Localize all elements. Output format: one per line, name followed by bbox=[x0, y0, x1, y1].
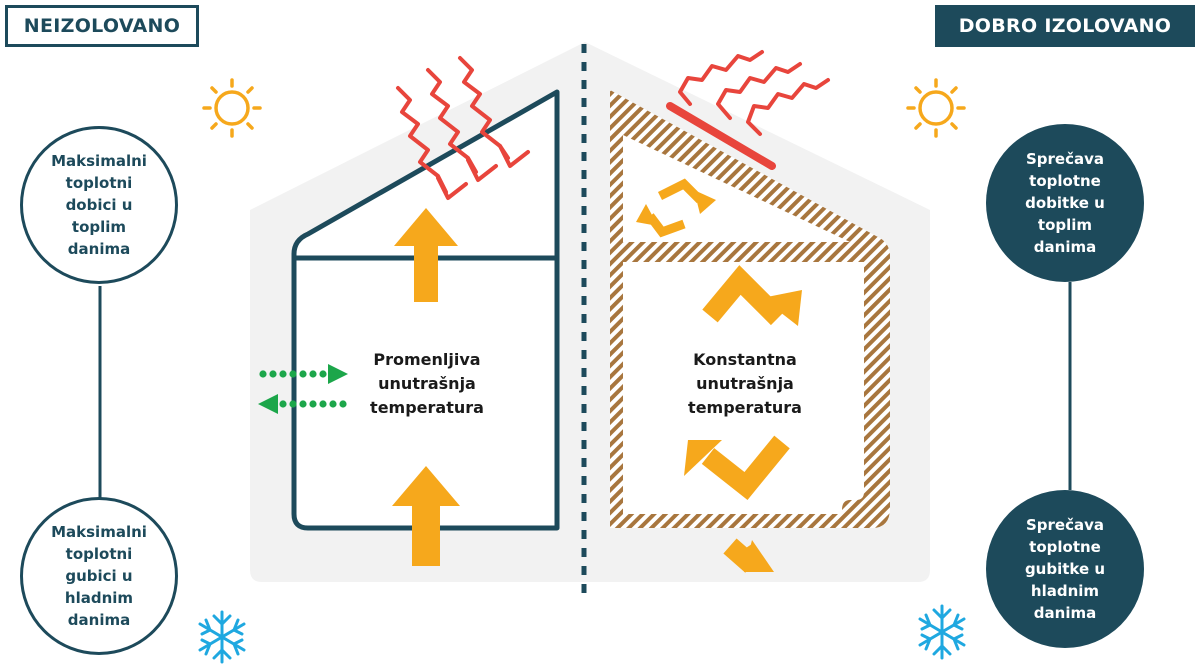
heat-ray-icon bbox=[396, 56, 530, 200]
prevents-gain-bubble: Sprečava toplotne dobitke u toplim danim… bbox=[986, 124, 1144, 282]
sun-icon bbox=[202, 78, 262, 138]
air-flow-arrow-icon bbox=[258, 364, 348, 414]
snowflake-icon bbox=[918, 604, 966, 660]
cold-days-loss-bubble: Maksimalni toplotni gubici u hladnim dan… bbox=[20, 497, 178, 655]
cold-days-loss-text: Maksimalni toplotni gubici u hladnim dan… bbox=[51, 523, 147, 629]
warm-days-gain-bubble: Maksimalni toplotni dobici u toplim dani… bbox=[20, 126, 178, 284]
insulated-tag: DOBRO IZOLOVANO bbox=[935, 5, 1195, 47]
air-cycle-arrowheads bbox=[636, 190, 716, 226]
warm-days-gain-text: Maksimalni toplotni dobici u toplim dani… bbox=[51, 152, 147, 258]
circulation-arrowheads bbox=[684, 290, 802, 572]
heat-shield bbox=[666, 102, 776, 170]
heat-ray-blocked-icon bbox=[678, 50, 830, 136]
insulated-room bbox=[623, 262, 864, 514]
variable-temperature-label: Promenljiva unutrašnja temperatura bbox=[370, 350, 484, 417]
uninsulated-house-outline bbox=[291, 89, 560, 531]
sun-icon bbox=[906, 78, 966, 138]
prevents-loss-bubble: Sprečava toplotne gubitke u hladnim dani… bbox=[986, 490, 1144, 648]
snowflake-icon bbox=[198, 610, 246, 664]
heat-flow-arrow-icon bbox=[392, 208, 460, 566]
constant-temperature-label: Konstantna unutrašnja temperatura bbox=[688, 350, 802, 417]
uninsulated-tag: NEIZOLOVANO bbox=[5, 5, 199, 47]
prevents-gain-text: Sprečava toplotne dobitke u toplim danim… bbox=[1025, 150, 1105, 256]
prevents-loss-text: Sprečava toplotne gubitke u hladnim dani… bbox=[1024, 516, 1106, 622]
insulated-attic bbox=[623, 135, 850, 242]
